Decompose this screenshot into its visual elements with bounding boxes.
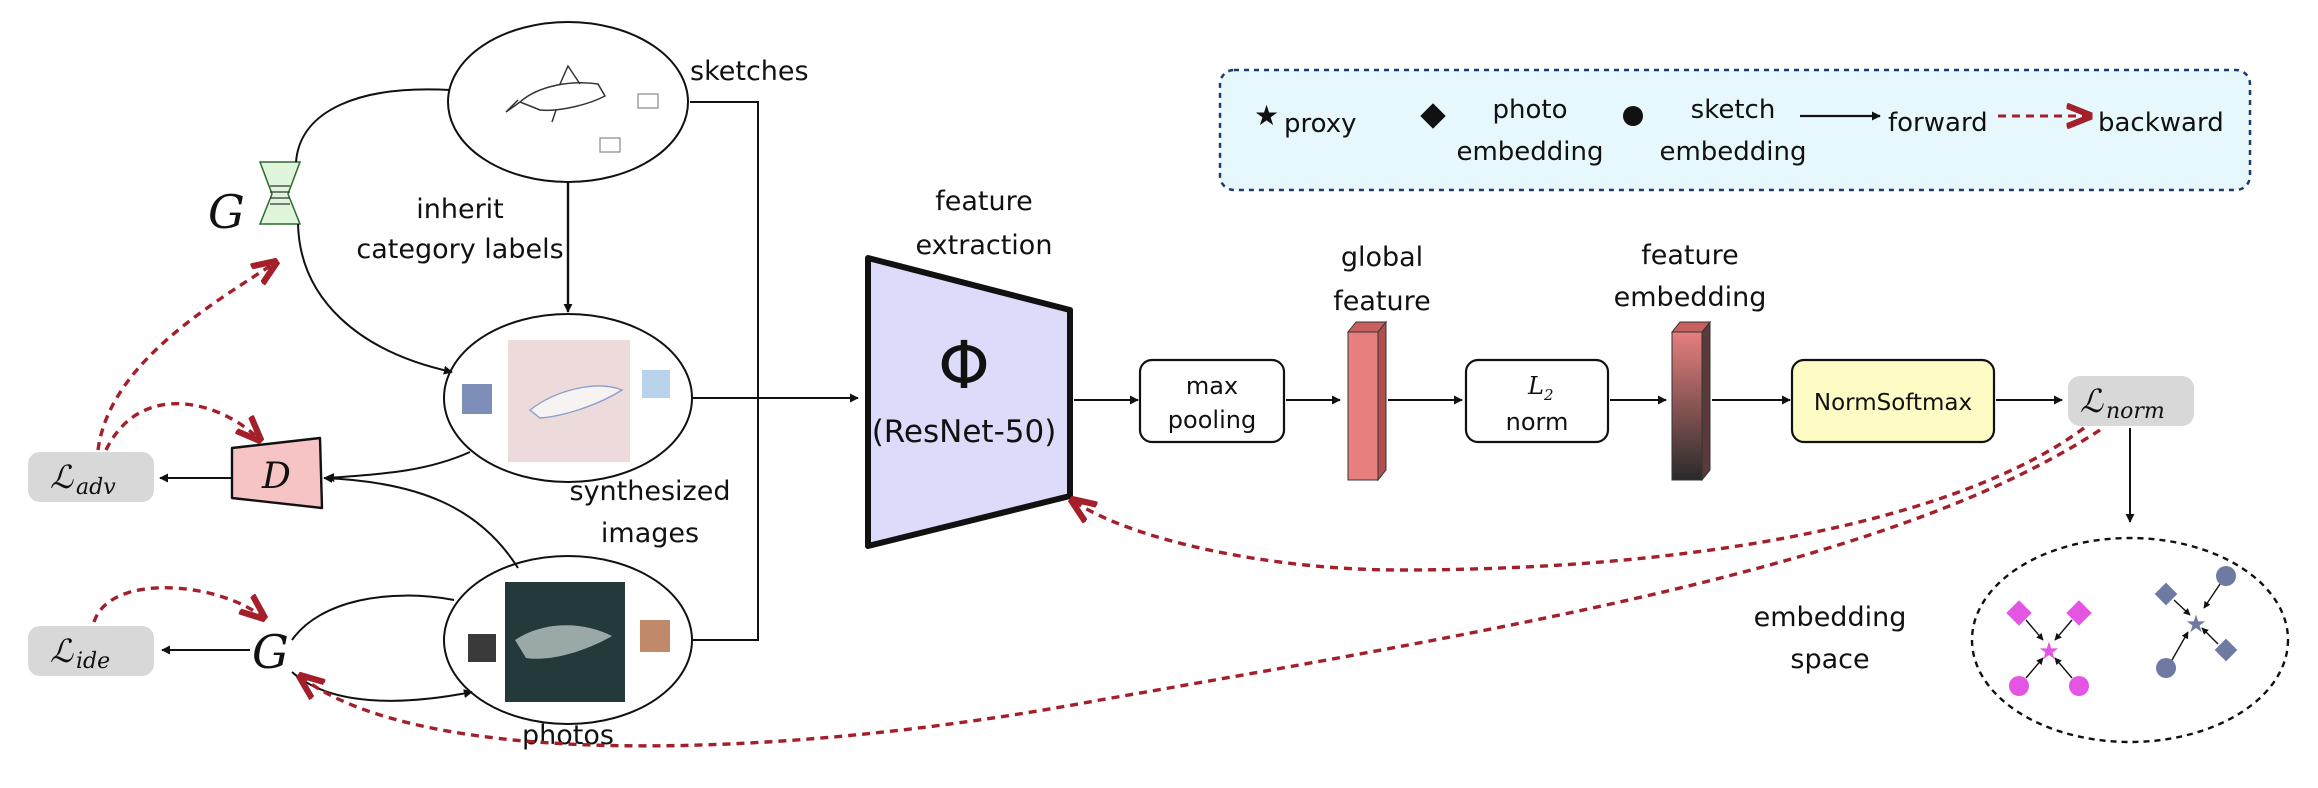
photo-diamond-2: [2214, 638, 2238, 662]
phi-symbol: Φ: [938, 327, 990, 404]
synthesized-images-set: [443, 313, 693, 483]
sketches-label: sketches: [690, 56, 809, 87]
discriminator: D: [230, 436, 324, 510]
photo-cluster: ★: [2154, 566, 2238, 678]
inherit-label-line2: category labels: [356, 234, 563, 265]
global-feature-label-line2: feature: [1333, 286, 1430, 317]
legend: ★ proxy photo embedding sketch embedding…: [1218, 68, 2252, 192]
backward-lide-to-generator: [92, 586, 264, 622]
photo-diamond-1: [2154, 582, 2178, 606]
maxpool-label-line1: max: [1186, 372, 1238, 400]
photo-proxy-star-icon: ★: [2185, 610, 2207, 638]
l2norm-subscript: 2: [1543, 386, 1554, 404]
embedding-space-label-line1: embedding: [1754, 602, 1907, 633]
legend-backward-label: backward: [2098, 108, 2224, 138]
feature-embedding-bar: [1670, 320, 1712, 482]
legend-forward-label: forward: [1888, 108, 1988, 138]
resnet-label: (ResNet-50): [872, 414, 1057, 450]
loss-adv-symbol: ℒ: [50, 458, 74, 496]
sketch-to-generator-edge: [295, 88, 451, 163]
loss-ide: ℒ ide: [28, 626, 154, 676]
legend-proxy-label: proxy: [1284, 109, 1357, 139]
generator-top-label: G: [208, 185, 245, 239]
sketch-embedding-circle-2: [2069, 676, 2089, 696]
sketches-ellipse: [447, 21, 689, 183]
embedding-space-ellipse: [1970, 536, 2290, 744]
generator-bottom-label: G: [252, 625, 289, 679]
feature-extraction-label-line2: extraction: [916, 230, 1053, 261]
legend-sketch-label-line1: sketch: [1691, 95, 1776, 125]
sketches-set: [447, 21, 689, 183]
legend-photo-label-line1: photo: [1493, 95, 1568, 125]
photo-sketch-circle-2: [2156, 658, 2176, 678]
bus-line: [690, 101, 759, 641]
legend-box: [1218, 68, 2252, 192]
loss-norm-subscript: norm: [2106, 399, 2165, 424]
synthesized-label-line2: images: [601, 518, 699, 549]
synthesized-thumb-right: [642, 370, 670, 398]
synthesized-shark-shape: [528, 385, 624, 419]
sketch-thumbnail-small-2: [599, 137, 621, 153]
backward-arrows: [92, 262, 2101, 748]
feature-extraction-label-line1: feature: [935, 186, 1032, 217]
photo-to-disc-edge: [323, 473, 519, 569]
loss-adv: ℒ adv: [28, 452, 154, 502]
sketch-embedding-circle-1: [2009, 676, 2029, 696]
synthesized-thumb-left: [462, 384, 492, 414]
feature-embedding-label-line1: feature: [1641, 240, 1738, 271]
generator-hourglass-icon: [258, 161, 302, 225]
generator-to-synth-edge: [297, 223, 453, 375]
loss-adv-subscript: adv: [76, 475, 116, 500]
normsoftmax-box: [1790, 358, 1996, 444]
loss-norm: ℒ norm: [2068, 376, 2194, 426]
backward-ladv-to-discriminator: [104, 401, 260, 451]
inherit-label-line1: inherit: [416, 194, 504, 225]
synthesized-label-line1: synthesized: [570, 476, 731, 507]
legend-photo-label-line2: embedding: [1456, 137, 1603, 167]
photos-thumb-right: [640, 620, 670, 652]
embedding-space-label-line2: space: [1790, 644, 1869, 675]
discriminator-block: [230, 436, 324, 510]
loss-ide-subscript: ide: [76, 649, 110, 674]
backward-lnorm-to-generator: [300, 428, 2101, 748]
l2norm-label: norm: [1506, 408, 1569, 436]
l2norm-box: [1464, 358, 1610, 444]
loss-norm-symbol: ℒ: [2080, 382, 2104, 420]
synth-to-disc-edge: [325, 451, 471, 482]
photos-thumb-left: [468, 634, 496, 662]
maxpool-label-line2: pooling: [1168, 406, 1256, 434]
phi-extractor: Φ (ResNet-50): [865, 255, 1073, 549]
legend-sketch-label-line2: embedding: [1659, 137, 1806, 167]
generator-top: G: [208, 161, 302, 239]
backward-lnorm-to-phi: [1072, 426, 2086, 572]
loss-norm-box: [2068, 376, 2194, 426]
photos-set: [443, 555, 693, 725]
photo-to-generator-edge: [291, 594, 455, 641]
loss-ide-box: [28, 626, 154, 676]
backward-ladv-to-generator: [96, 262, 276, 451]
shark-sketch-icon: [505, 64, 607, 123]
sketch-thumbnail-small: [637, 93, 659, 109]
global-feature-label-line1: global: [1341, 242, 1423, 273]
loss-adv-box: [28, 452, 154, 502]
legend-proxy-star-icon: ★: [1254, 99, 1279, 132]
loss-ide-symbol: ℒ: [50, 632, 74, 670]
global-feature-bar: [1346, 320, 1388, 482]
maxpool-box: [1138, 358, 1286, 444]
sketch-proxy-star-icon: ★: [2038, 637, 2060, 665]
normsoftmax-label: NormSoftmax: [1814, 390, 1972, 416]
feature-embedding-label-line2: embedding: [1614, 282, 1767, 313]
l2norm-symbol: L: [1527, 372, 1544, 400]
legend-sketch-circle-icon: [1623, 106, 1643, 126]
discriminator-label: D: [261, 456, 291, 497]
generator-to-photo-edge: [291, 671, 473, 702]
photos-shark-shape: [515, 625, 612, 659]
photo-sketch-circle-1: [2216, 566, 2236, 586]
